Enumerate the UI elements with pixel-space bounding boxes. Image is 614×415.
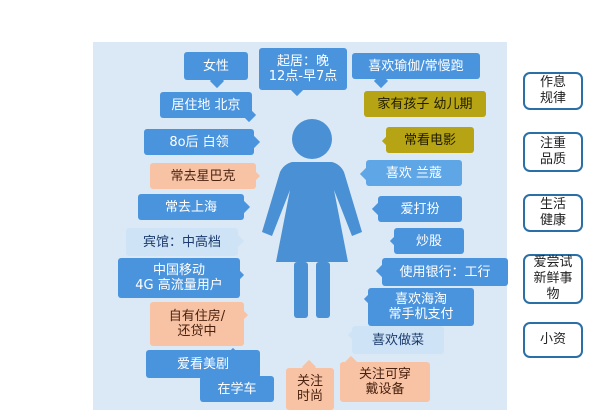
tag-housing-text: 自有住房/ 还贷中 xyxy=(168,309,226,339)
tag-age: 8o后 白领 xyxy=(144,129,254,155)
tag-hotel: 宾馆：中高档 xyxy=(126,228,238,256)
tag-gender: 女性 xyxy=(184,52,248,80)
tag-mobile-text: 中国移动 4G 高流量用户 xyxy=(135,263,223,293)
tag-tvseries: 爱看美剧 xyxy=(146,350,260,378)
tag-wearables: 关注可穿 戴设备 xyxy=(340,362,430,402)
tag-dressup: 爱打扮 xyxy=(378,196,462,222)
category-quality-text: 注重 品质 xyxy=(539,136,566,167)
tag-gender-text: 女性 xyxy=(202,58,229,74)
tag-cooking-text: 喜欢做菜 xyxy=(371,332,424,348)
category-petite: 小资 xyxy=(523,322,583,358)
tag-fashion-text: 关注 时尚 xyxy=(296,374,323,404)
tag-hotel-text: 宾馆：中高档 xyxy=(142,234,221,250)
category-health: 生活 健康 xyxy=(523,194,583,232)
tag-shanghai-text: 常去上海 xyxy=(164,199,217,215)
tag-carlearn: 在学车 xyxy=(200,376,274,402)
tag-age-text: 8o后 白领 xyxy=(169,134,229,150)
tag-residence-text: 居住地 北京 xyxy=(171,97,241,113)
tag-cooking: 喜欢做菜 xyxy=(352,326,444,354)
tag-routine-text: 起居：晚 12点-早7点 xyxy=(268,54,338,84)
category-novelty: 爱尝试 新鲜事 物 xyxy=(523,254,583,304)
tag-lancome-text: 喜欢 兰蔻 xyxy=(385,165,443,181)
tag-movies-text: 常看电影 xyxy=(403,132,456,148)
tag-yoga: 喜欢瑜伽/常慢跑 xyxy=(352,53,480,79)
category-schedule: 作息 规律 xyxy=(523,72,583,110)
tag-kids-text: 家有孩子 幼儿期 xyxy=(377,96,473,112)
category-novelty-text: 爱尝试 新鲜事 物 xyxy=(533,255,573,302)
tag-stocks: 炒股 xyxy=(394,228,464,254)
tag-fashion: 关注 时尚 xyxy=(286,368,334,410)
category-schedule-text: 作息 规律 xyxy=(539,75,566,106)
tag-mobile: 中国移动 4G 高流量用户 xyxy=(118,258,240,298)
category-health-text: 生活 健康 xyxy=(539,197,566,228)
tag-yoga-text: 喜欢瑜伽/常慢跑 xyxy=(368,58,464,74)
tag-carlearn-text: 在学车 xyxy=(217,381,257,397)
tag-residence: 居住地 北京 xyxy=(160,92,252,118)
tag-haitao: 喜欢海淘 常手机支付 xyxy=(368,288,474,326)
tag-housing: 自有住房/ 还贷中 xyxy=(150,302,244,346)
tag-lancome: 喜欢 兰蔻 xyxy=(366,160,462,186)
tag-stocks-text: 炒股 xyxy=(415,233,442,249)
tag-starbucks: 常去星巴克 xyxy=(150,163,256,189)
tag-bank: 使用银行：工行 xyxy=(382,258,508,286)
tag-starbucks-text: 常去星巴克 xyxy=(170,168,236,184)
tag-dressup-text: 爱打扮 xyxy=(400,201,440,217)
tag-routine: 起居：晚 12点-早7点 xyxy=(259,48,347,90)
tag-shanghai: 常去上海 xyxy=(138,194,244,220)
tag-tvseries-text: 爱看美剧 xyxy=(176,356,229,372)
tag-bank-text: 使用银行：工行 xyxy=(399,264,491,280)
tag-movies: 常看电影 xyxy=(386,127,474,153)
tag-kids: 家有孩子 幼儿期 xyxy=(364,91,486,117)
tag-wearables-text: 关注可穿 戴设备 xyxy=(358,367,411,397)
category-petite-text: 小资 xyxy=(539,332,566,347)
tag-haitao-text: 喜欢海淘 常手机支付 xyxy=(388,292,454,322)
category-quality: 注重 品质 xyxy=(523,132,583,172)
